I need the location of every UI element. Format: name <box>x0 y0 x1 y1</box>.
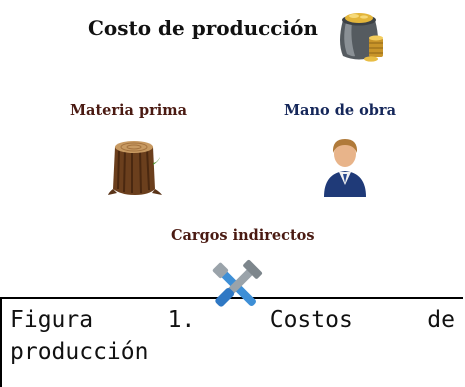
tree-stump-icon <box>108 141 162 195</box>
diagram-title: Costo de producción <box>88 16 318 40</box>
caption-word: 1. <box>167 307 196 333</box>
figure-caption: Figura 1. Costos de producción <box>0 297 463 387</box>
money-pot-icon <box>340 13 383 62</box>
label-materia-prima: Materia prima <box>70 102 187 119</box>
tools-icon <box>212 259 263 307</box>
caption-line-2: producción <box>10 339 149 365</box>
person-icon <box>324 139 366 197</box>
label-cargos-indirectos: Cargos indirectos <box>171 227 315 244</box>
caption-line-1: Figura 1. Costos de <box>10 304 463 336</box>
caption-word: Costos <box>269 307 353 333</box>
caption-word: Figura <box>10 307 94 333</box>
caption-word: de <box>427 307 455 333</box>
label-mano-de-obra: Mano de obra <box>284 102 396 119</box>
